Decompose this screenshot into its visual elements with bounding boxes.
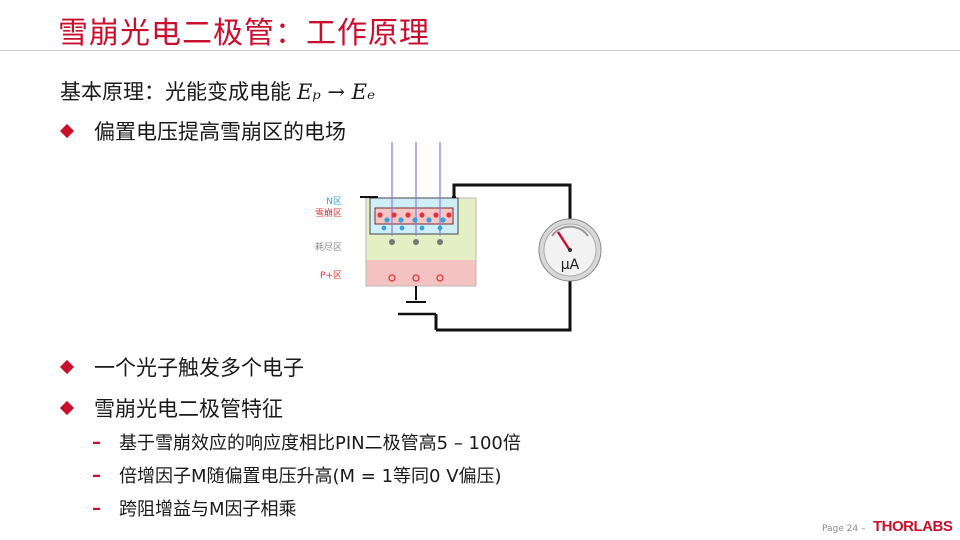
bullet-3: 雪崩光电二极管特征 [59,393,283,423]
dash-bullet-icon: – [92,431,101,453]
n-region-label: N区 [326,196,342,207]
avalanche-region-label: 雪崩区 [315,207,342,219]
thorlabs-logo: THORLABS [873,518,953,535]
sub-bullet-2: – 倍增因子M随偏置电压升高(M = 1等同0 V偏压) [92,462,502,488]
ammeter: μA [538,218,602,282]
intro-text: 基本原理：光能变成电能 [60,80,291,104]
bullet-2-text: 一个光子触发多个电子 [94,356,304,380]
logo-thor: THOR [873,518,914,535]
avalanche-carriers [377,212,452,231]
depletion-region-label: 耗尽区 [315,242,342,253]
energy-formula: Eₚ → Eₑ [297,80,376,104]
meter-label: μA [561,257,580,273]
slide-title: 雪崩光电二极管：工作原理 [58,16,430,51]
diamond-bullet-icon [59,359,75,375]
bullet-1-text: 偏置电压提高雪崩区的电场 [94,120,346,144]
sub-bullet-3-text: 跨阻增益与M因子相乘 [119,499,297,520]
diamond-bullet-icon [59,123,75,139]
sub-bullet-3: – 跨阻增益与M因子相乘 [92,495,297,521]
avalanche-region-block [374,207,454,225]
diamond-bullet-icon [59,400,75,416]
depletion-carriers [389,239,443,245]
page-number: Page 24 – [822,524,866,534]
dash-bullet-icon: – [92,497,101,519]
p-region-label: P+区 [320,270,342,281]
sub-bullet-2-text: 倍增因子M随偏置电压升高(M = 1等同0 V偏压) [119,466,502,487]
bullet-1: 偏置电压提高雪崩区的电场 [59,116,346,146]
dash-bullet-icon: – [92,464,101,486]
sub-bullet-1-text: 基于雪崩效应的响应度相比PIN二极管高5 – 100倍 [119,433,521,454]
p-region-holes [388,274,444,282]
circuit-wire [436,183,572,332]
bullet-2: 一个光子触发多个电子 [59,352,304,382]
title-divider [0,50,960,51]
logo-labs: LABS [913,518,953,535]
meter-needle [556,231,571,250]
bullet-3-text: 雪崩光电二极管特征 [94,397,283,421]
apd-diagram: N区 雪崩区 耗尽区 P+区 μA [315,142,602,332]
sub-bullet-1: – 基于雪崩效应的响应度相比PIN二极管高5 – 100倍 [92,429,521,455]
